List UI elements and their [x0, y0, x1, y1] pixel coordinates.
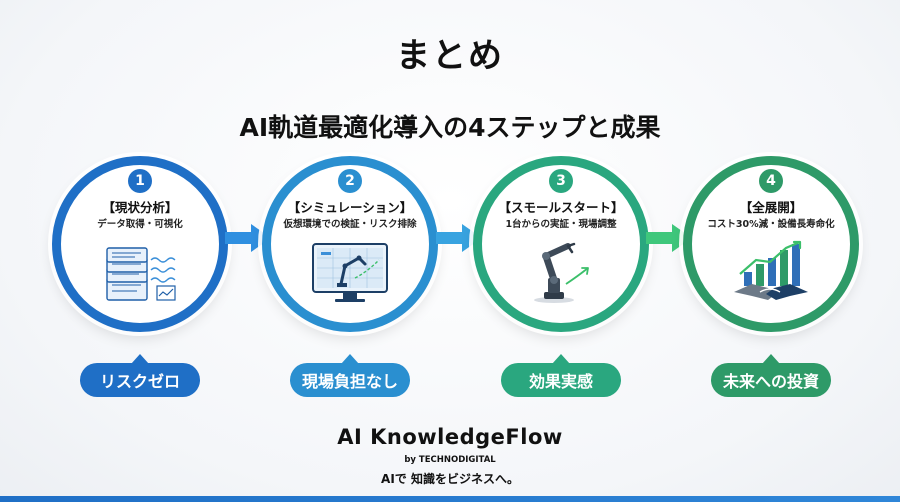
- step-3-description: 1台からの実証・現場調整: [505, 219, 617, 230]
- step-2-circle: 2 【シミュレーション】 仮想環境での検証・リスク排除: [262, 156, 438, 332]
- page-title: まとめ: [396, 36, 504, 76]
- brand-logo-text: AI KnowledgeFlow: [337, 425, 563, 449]
- step-1-title: 【現状分析】: [102, 200, 178, 215]
- step-2-ring: [262, 156, 438, 332]
- step-4-ring: [683, 156, 859, 332]
- step-3-ring: [473, 156, 649, 332]
- page-subtitle: AI軌道最適化導入の4ステップと成果: [239, 113, 661, 142]
- step-2-number-badge: 2: [338, 169, 362, 193]
- step-4-number-badge: 4: [759, 169, 783, 193]
- data-documents-icon: [106, 247, 176, 301]
- brand-tagline: AIで 知識をビジネスへ。: [381, 472, 519, 486]
- step-4-circle: 4 【全展開】 コスト30%減・設備長寿命化: [683, 156, 859, 332]
- step-1-circle: 1 【現状分析】 データ取得・可視化: [52, 156, 228, 332]
- robot-arm-icon: [534, 242, 589, 303]
- step-4-description: コスト30%減・設備長寿命化: [707, 219, 835, 230]
- arrow-right-icon: [646, 224, 692, 252]
- arrow-right-icon: [225, 224, 271, 252]
- step-1-ring: [52, 156, 228, 332]
- handshake-growth-chart-icon: [734, 240, 808, 300]
- step-3-number-badge: 3: [549, 169, 573, 193]
- step-1-number-badge: 1: [128, 169, 152, 193]
- monitor-robot-arm-icon: [312, 243, 388, 302]
- step-1-description: データ取得・可視化: [97, 219, 183, 230]
- step-4-title: 【全展開】: [739, 200, 803, 215]
- bottom-accent-bar: [0, 496, 900, 502]
- step-4-result-badge: 未来への投資: [711, 354, 831, 397]
- step-2-title: 【シミュレーション】: [287, 200, 413, 215]
- step-2-result-badge: 現場負担なし: [290, 354, 410, 397]
- step-2-description: 仮想環境での検証・リスク排除: [283, 219, 417, 230]
- step-3-circle: 3 【スモールスタート】 1台からの実証・現場調整: [473, 156, 649, 332]
- brand-byline: by TECHNODIGITAL: [404, 455, 496, 465]
- step-1-result-badge: リスクゼロ: [80, 354, 200, 397]
- step-3-result-badge: 効果実感: [501, 354, 621, 397]
- arrow-right-icon: [436, 224, 482, 252]
- step-3-title: 【スモールスタート】: [498, 200, 624, 215]
